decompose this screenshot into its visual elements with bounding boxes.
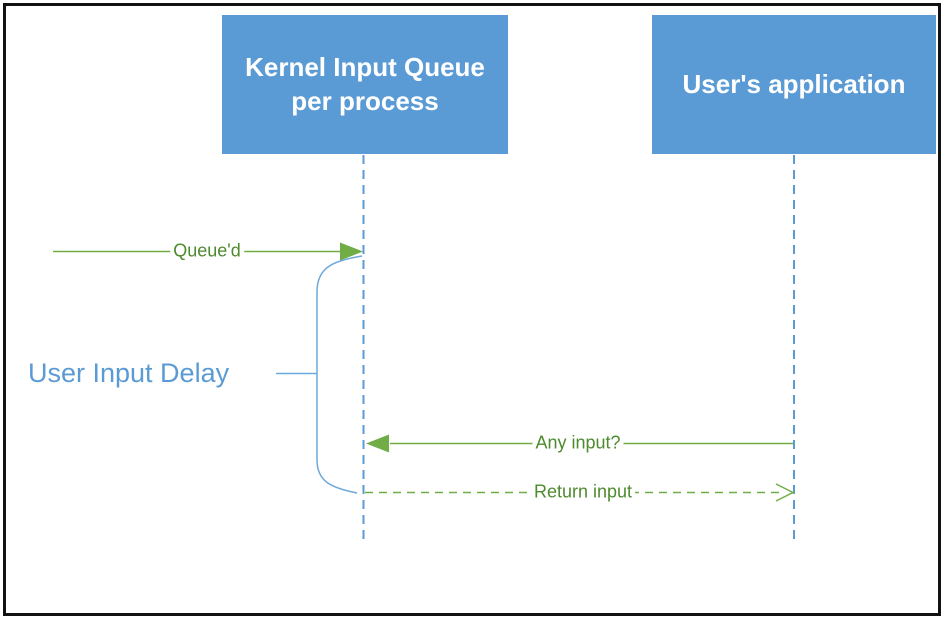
- return-input-arrowhead: [775, 483, 795, 502]
- lifeline-header-users-application: User's application: [652, 15, 936, 154]
- lifeline-header-kernel-input-queue: Kernel Input Queue per process: [222, 15, 508, 154]
- annotation-user-input-delay: User Input Delay: [28, 358, 230, 389]
- kernel-header-line1: Kernel Input Queue: [245, 51, 485, 82]
- any-input-arrowhead: [366, 434, 389, 453]
- message-label-any-input: Any input?: [532, 432, 624, 454]
- user-header-line1: User's application: [682, 68, 906, 99]
- queued-arrowhead: [340, 242, 363, 261]
- delay-brace: [316, 255, 363, 494]
- kernel-header-line2: per process: [291, 85, 439, 116]
- message-label-return-input: Return input: [530, 481, 636, 503]
- message-label-queued: Queue'd: [170, 240, 244, 262]
